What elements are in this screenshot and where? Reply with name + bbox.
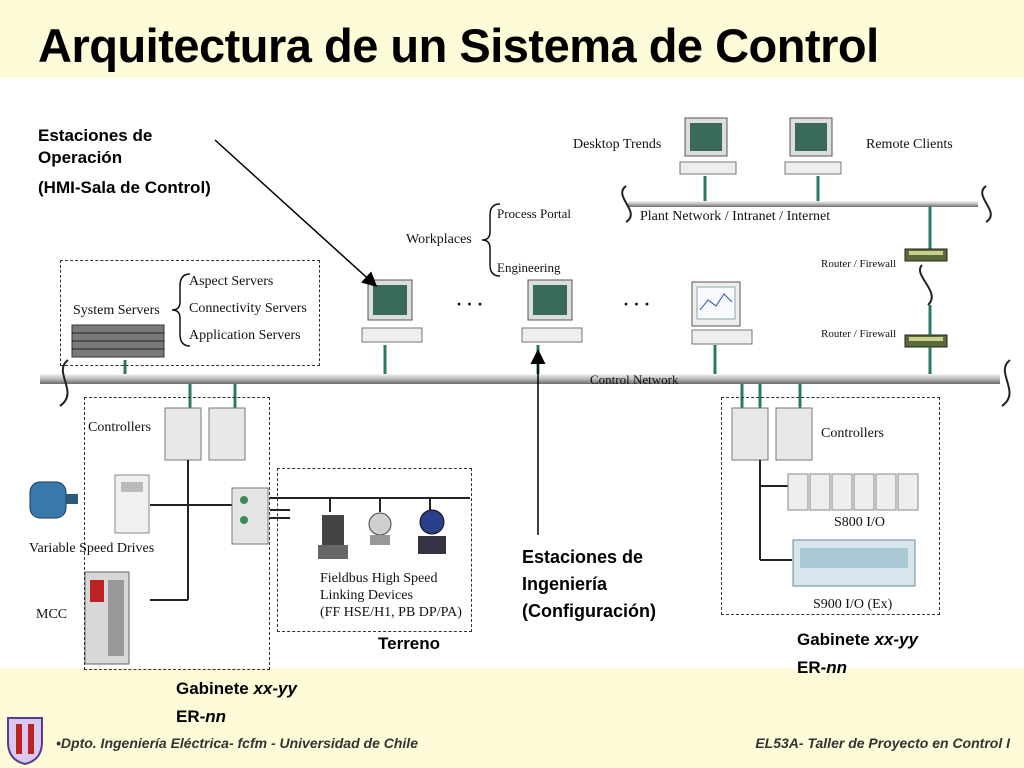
control-network-bus xyxy=(40,359,1011,407)
field-valve-icon xyxy=(418,509,446,554)
right-cabinet-group xyxy=(721,397,940,615)
linking-device-icon xyxy=(231,487,269,545)
operation-stations-callout: Estaciones de Operación (HMI-Sala de Con… xyxy=(38,125,211,199)
callout-line: Estaciones de xyxy=(522,547,644,567)
plant-network-label: Plant Network / Intranet / Internet xyxy=(640,209,831,224)
fieldbus-label-line1: Fieldbus High Speed xyxy=(320,571,438,586)
callout-line: Ingeniería xyxy=(522,574,608,594)
cabinet-text: Gabinete xyxy=(797,630,875,649)
remote-clients-workstation xyxy=(784,117,842,175)
footer-department: •Dpto. Ingeniería Eléctrica- fcfm - Univ… xyxy=(56,735,418,751)
motor-icon xyxy=(29,481,78,519)
controllers-label: Controllers xyxy=(88,420,151,435)
er-text: ER- xyxy=(797,658,827,677)
control-network-label: Control Network xyxy=(590,372,679,387)
vsd-label: Variable Speed Drives xyxy=(29,541,155,556)
field-valve-icon xyxy=(318,515,348,559)
engineering-label: Engineering xyxy=(497,260,561,275)
field-label: Terreno xyxy=(378,634,441,653)
router-firewall-label: Router / Firewall xyxy=(821,328,897,340)
vsd-icon xyxy=(114,474,150,534)
trend-workstation xyxy=(691,281,753,345)
workplaces-label: Workplaces xyxy=(406,232,472,247)
system-servers-group xyxy=(60,260,320,366)
engineering-stations-callout: Estaciones de Ingeniería (Configuración) xyxy=(522,544,656,625)
fieldbus-label-line3: (FF HSE/H1, PB DP/PA) xyxy=(320,605,462,620)
slide-title: Arquitectura de un Sistema de Control xyxy=(38,19,879,72)
connectivity-servers-label: Connectivity Servers xyxy=(189,301,307,316)
s800-label: S800 I/O xyxy=(834,515,885,530)
application-servers-label: Application Servers xyxy=(189,328,301,343)
process-portal-label: Process Portal xyxy=(497,206,572,221)
remote-clients-label: Remote Clients xyxy=(866,137,953,152)
fieldbus-label-line2: Linking Devices xyxy=(320,588,413,603)
desktop-trends-label: Desktop Trends xyxy=(573,137,662,152)
er-id: nn xyxy=(826,658,848,677)
controller-module-icon xyxy=(164,407,246,461)
router-firewall-icon xyxy=(904,248,948,262)
callout-line: (HMI-Sala de Control) xyxy=(38,178,211,197)
callout-line: Operación xyxy=(38,148,123,167)
aspect-servers-label: Aspect Servers xyxy=(189,274,274,289)
right-cabinet-label: Gabinete xx-yy ER-nn xyxy=(797,626,918,682)
fieldbus-group xyxy=(277,468,472,632)
ellipsis: · · · xyxy=(456,294,484,314)
router-firewall-icon xyxy=(904,334,948,348)
cabinet-id: xx-yy xyxy=(253,679,297,698)
callout-line: Estaciones de xyxy=(38,126,153,145)
server-rack-icon xyxy=(71,324,165,358)
desktop-trends-workstation xyxy=(679,117,737,175)
s800-io-modules xyxy=(787,473,919,511)
er-id: nn xyxy=(205,707,227,726)
er-text: ER- xyxy=(176,707,206,726)
cabinet-id: xx-yy xyxy=(874,630,918,649)
system-servers-label: System Servers xyxy=(73,303,160,318)
s900-label: S900 I/O (Ex) xyxy=(813,597,893,612)
footer-course: EL53A- Taller de Proyecto en Control I xyxy=(755,735,1010,751)
cabinet-text: Gabinete xyxy=(176,679,254,698)
mcc-icon xyxy=(84,571,130,665)
callout-line: (Configuración) xyxy=(522,601,656,621)
plant-network-bus xyxy=(621,176,992,250)
mcc-label: MCC xyxy=(36,607,68,622)
ellipsis: · · · xyxy=(623,294,651,314)
university-logo-icon xyxy=(7,717,43,766)
left-cabinet-group xyxy=(84,397,270,670)
controller-module-icon xyxy=(731,407,813,461)
controllers-label: Controllers xyxy=(821,426,884,441)
field-sensor-icon xyxy=(368,512,392,545)
router-firewall-label: Router / Firewall xyxy=(821,258,897,270)
left-cabinet-label: Gabinete xx-yy ER-nn xyxy=(176,675,297,731)
s900-io-modules xyxy=(792,539,916,587)
engineering-workstation xyxy=(521,279,583,343)
operator-workstation xyxy=(361,279,423,343)
